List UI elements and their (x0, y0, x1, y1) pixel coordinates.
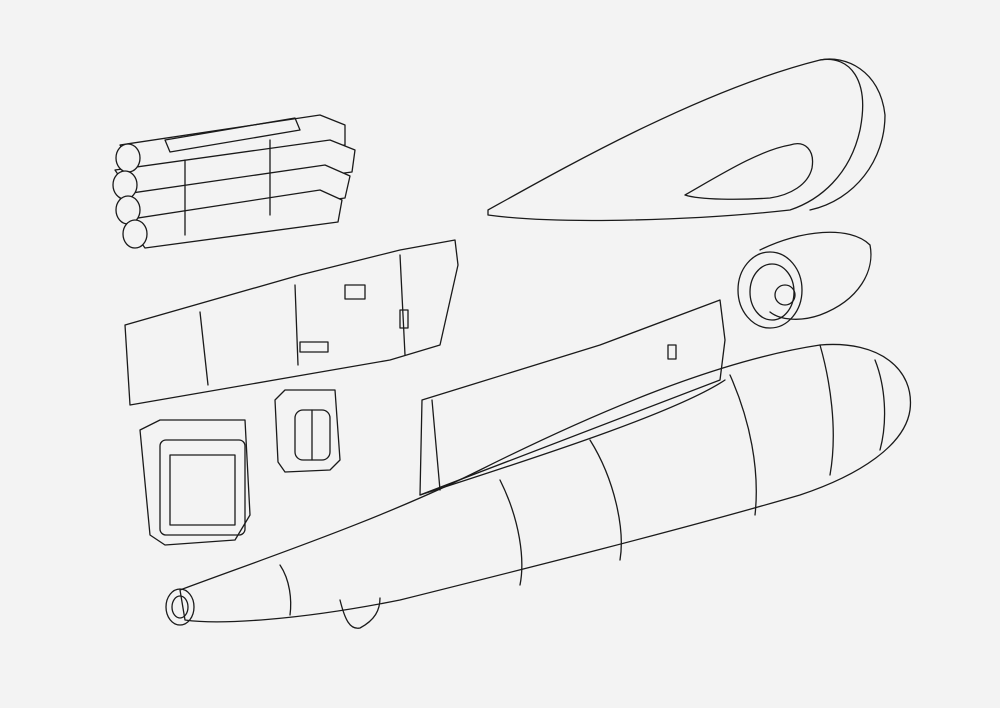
nose-cone (487, 58, 886, 222)
rocket-pod-cluster (112, 114, 356, 249)
open-box-part (139, 419, 251, 546)
dorsal-fairing (419, 299, 726, 496)
electronics-block (274, 389, 341, 473)
sensor-head (737, 231, 872, 329)
fairing-panel (124, 239, 459, 406)
main-pod-body (165, 343, 912, 629)
